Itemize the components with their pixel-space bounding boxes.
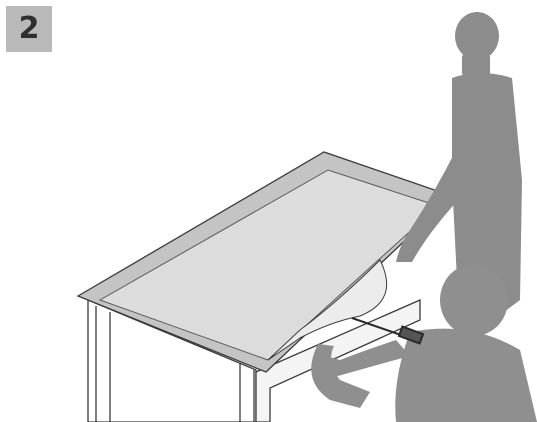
step-illustration xyxy=(0,0,537,422)
